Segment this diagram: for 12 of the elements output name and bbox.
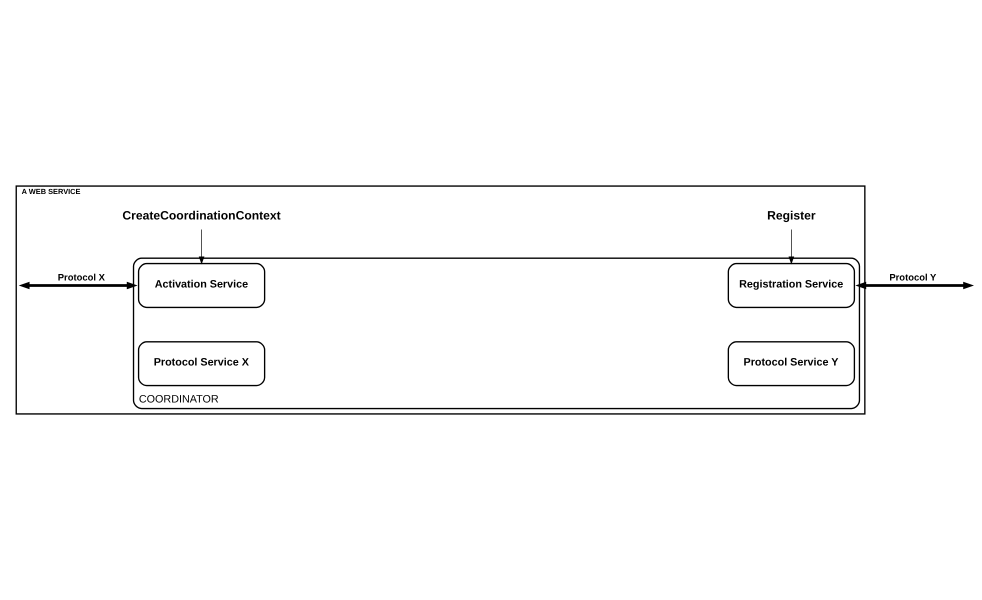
node-text: CreateCoordinationContext — [122, 208, 281, 222]
edge-label: Protocol Y — [889, 271, 936, 282]
node-text: Register — [767, 208, 816, 222]
node-box: Activation Service — [138, 262, 266, 308]
arrow — [788, 229, 794, 265]
arrow — [198, 229, 204, 265]
node-box: Registration Service — [728, 262, 856, 308]
arrow — [18, 282, 138, 290]
edge-label: Protocol X — [58, 271, 105, 282]
node-box: Protocol Service X — [138, 341, 266, 386]
arrow — [855, 282, 974, 290]
node-box: Protocol Service Y — [728, 341, 856, 386]
